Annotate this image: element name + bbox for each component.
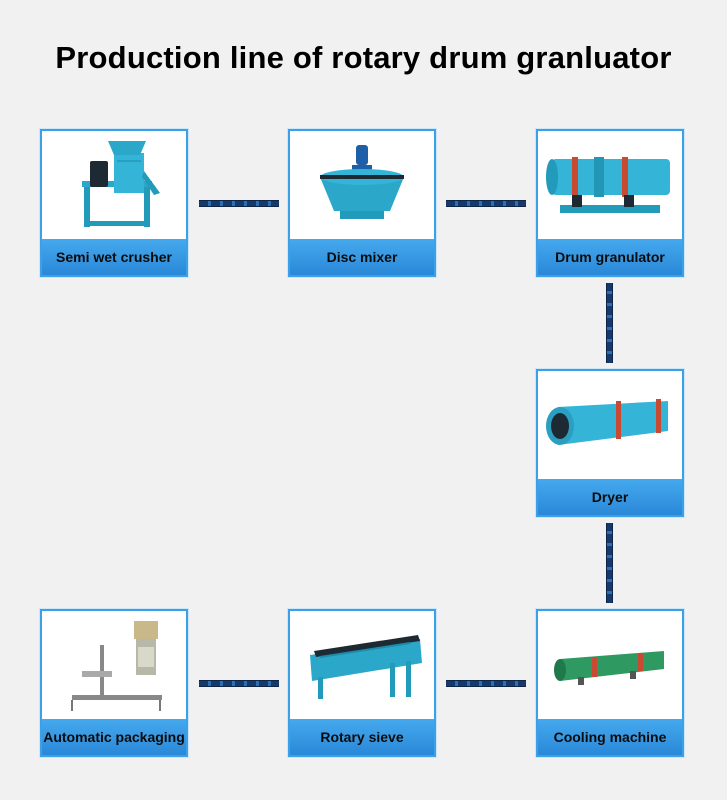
dryer-icon <box>546 399 668 445</box>
machine-label: Drum granulator <box>538 239 682 275</box>
conveyor-belt <box>199 680 279 687</box>
conveyor-belt <box>606 283 613 363</box>
disc-mixer-icon <box>320 145 404 219</box>
conveyor-belt <box>199 200 279 207</box>
conveyor-belt <box>446 200 526 207</box>
machine-card-disc-mixer: Disc mixer <box>288 129 436 277</box>
machine-label: Rotary sieve <box>290 719 434 755</box>
page-title: Production line of rotary drum granluato… <box>55 40 672 75</box>
crusher-icon <box>82 141 160 227</box>
machine-card-rotary-sieve: Rotary sieve <box>288 609 436 757</box>
machine-card-dryer: Dryer <box>536 369 684 517</box>
rotary-sieve-icon <box>310 635 422 699</box>
cooler-icon <box>554 651 664 685</box>
machine-label: Semi wet crusher <box>42 239 186 275</box>
machine-card-drum-granulator: Drum granulator <box>536 129 684 277</box>
machine-card-cooling-machine: Cooling machine <box>536 609 684 757</box>
conveyor-belt <box>446 680 526 687</box>
machine-card-automatic-packaging: Automatic packaging <box>40 609 188 757</box>
machine-label: Dryer <box>538 479 682 515</box>
drum-granulator-icon <box>546 157 670 213</box>
machine-label: Disc mixer <box>290 239 434 275</box>
machine-label: Cooling machine <box>538 719 682 755</box>
packaging-icon <box>71 621 162 711</box>
machine-label: Automatic packaging <box>42 719 186 755</box>
conveyor-belt <box>606 523 613 603</box>
machine-card-semi-wet-crusher: Semi wet crusher <box>40 129 188 277</box>
